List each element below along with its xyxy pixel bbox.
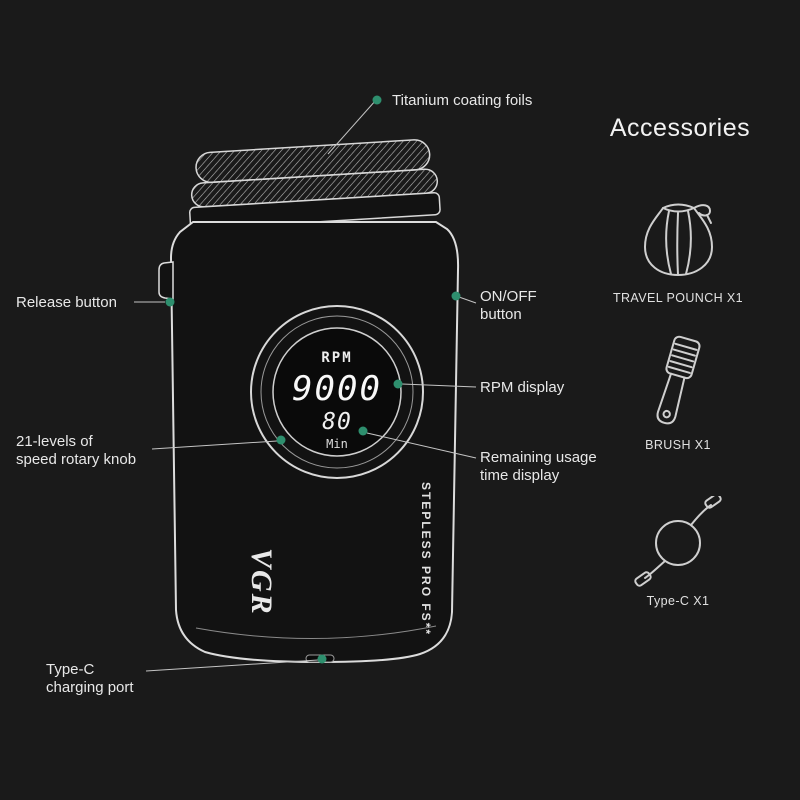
callout-line-knob bbox=[151, 440, 278, 450]
callout-dot-typec bbox=[317, 654, 327, 664]
travel-pouch-label: TRAVEL POUNCH X1 bbox=[612, 291, 744, 305]
callout-dot-release bbox=[165, 297, 175, 307]
callout-remaining-line2: time display bbox=[480, 467, 560, 484]
callout-line-onoff bbox=[458, 296, 477, 304]
callout-line-titanium bbox=[327, 99, 377, 155]
callout-rpm-label: RPM display bbox=[480, 379, 565, 396]
callout-typec-label: Type-C charging port bbox=[46, 661, 134, 697]
digital-display: RPM 9000 80 Min bbox=[250, 305, 424, 479]
callout-onoff-line2: button bbox=[480, 306, 522, 323]
callout-line-rpm bbox=[401, 383, 477, 388]
brush-label: BRUSH X1 bbox=[645, 438, 711, 452]
callout-onoff-line1: ON/OFF bbox=[480, 288, 537, 305]
model-text: STEPLESS PRO FS** bbox=[419, 482, 433, 636]
type-c-cable-icon bbox=[634, 496, 722, 587]
callout-titanium-label: Titanium coating foils bbox=[392, 92, 533, 109]
travel-pouch-icon bbox=[643, 203, 713, 276]
callout-dots bbox=[165, 95, 461, 664]
accessory-type-c: Type-C X1 bbox=[598, 496, 758, 608]
callout-line-typec bbox=[145, 659, 319, 672]
callout-knob-line1: 21-levels of bbox=[16, 433, 93, 450]
callout-release-label: Release button bbox=[16, 294, 117, 311]
brand-logo-text: VGR bbox=[245, 548, 278, 616]
callout-dot-rpm bbox=[393, 379, 403, 389]
callout-lines bbox=[134, 99, 477, 672]
callout-dot-onoff bbox=[451, 291, 461, 301]
accessory-brush: BRUSH X1 bbox=[598, 332, 758, 452]
callout-typec-line2: charging port bbox=[46, 679, 134, 696]
callout-dot-titanium bbox=[372, 95, 382, 105]
callout-remaining-label: Remaining usage time display bbox=[480, 449, 597, 485]
foil-head bbox=[189, 139, 441, 231]
time-unit: Min bbox=[326, 437, 348, 451]
rpm-value: 9000 bbox=[292, 369, 382, 409]
callout-line-remaining bbox=[366, 432, 477, 459]
rpm-label: RPM bbox=[321, 350, 352, 366]
callout-onoff-label: ON/OFF button bbox=[480, 288, 537, 324]
callout-dot-knob bbox=[276, 435, 286, 445]
accessories-heading: Accessories bbox=[609, 114, 751, 142]
callout-typec-line1: Type-C bbox=[46, 661, 95, 678]
callout-knob-line2: speed rotary knob bbox=[16, 451, 137, 468]
callout-remaining-line1: Remaining usage bbox=[480, 449, 597, 466]
brush-icon bbox=[656, 335, 701, 425]
accessory-travel-pouch: TRAVEL POUNCH X1 bbox=[598, 190, 758, 305]
callout-dot-remaining bbox=[358, 426, 368, 436]
callout-knob-label: 21-levels of speed rotary knob bbox=[16, 433, 136, 469]
bottom-seam bbox=[195, 625, 437, 639]
time-value: 80 bbox=[322, 409, 352, 435]
release-button-shape bbox=[158, 261, 174, 300]
type-c-label: Type-C X1 bbox=[646, 594, 710, 608]
